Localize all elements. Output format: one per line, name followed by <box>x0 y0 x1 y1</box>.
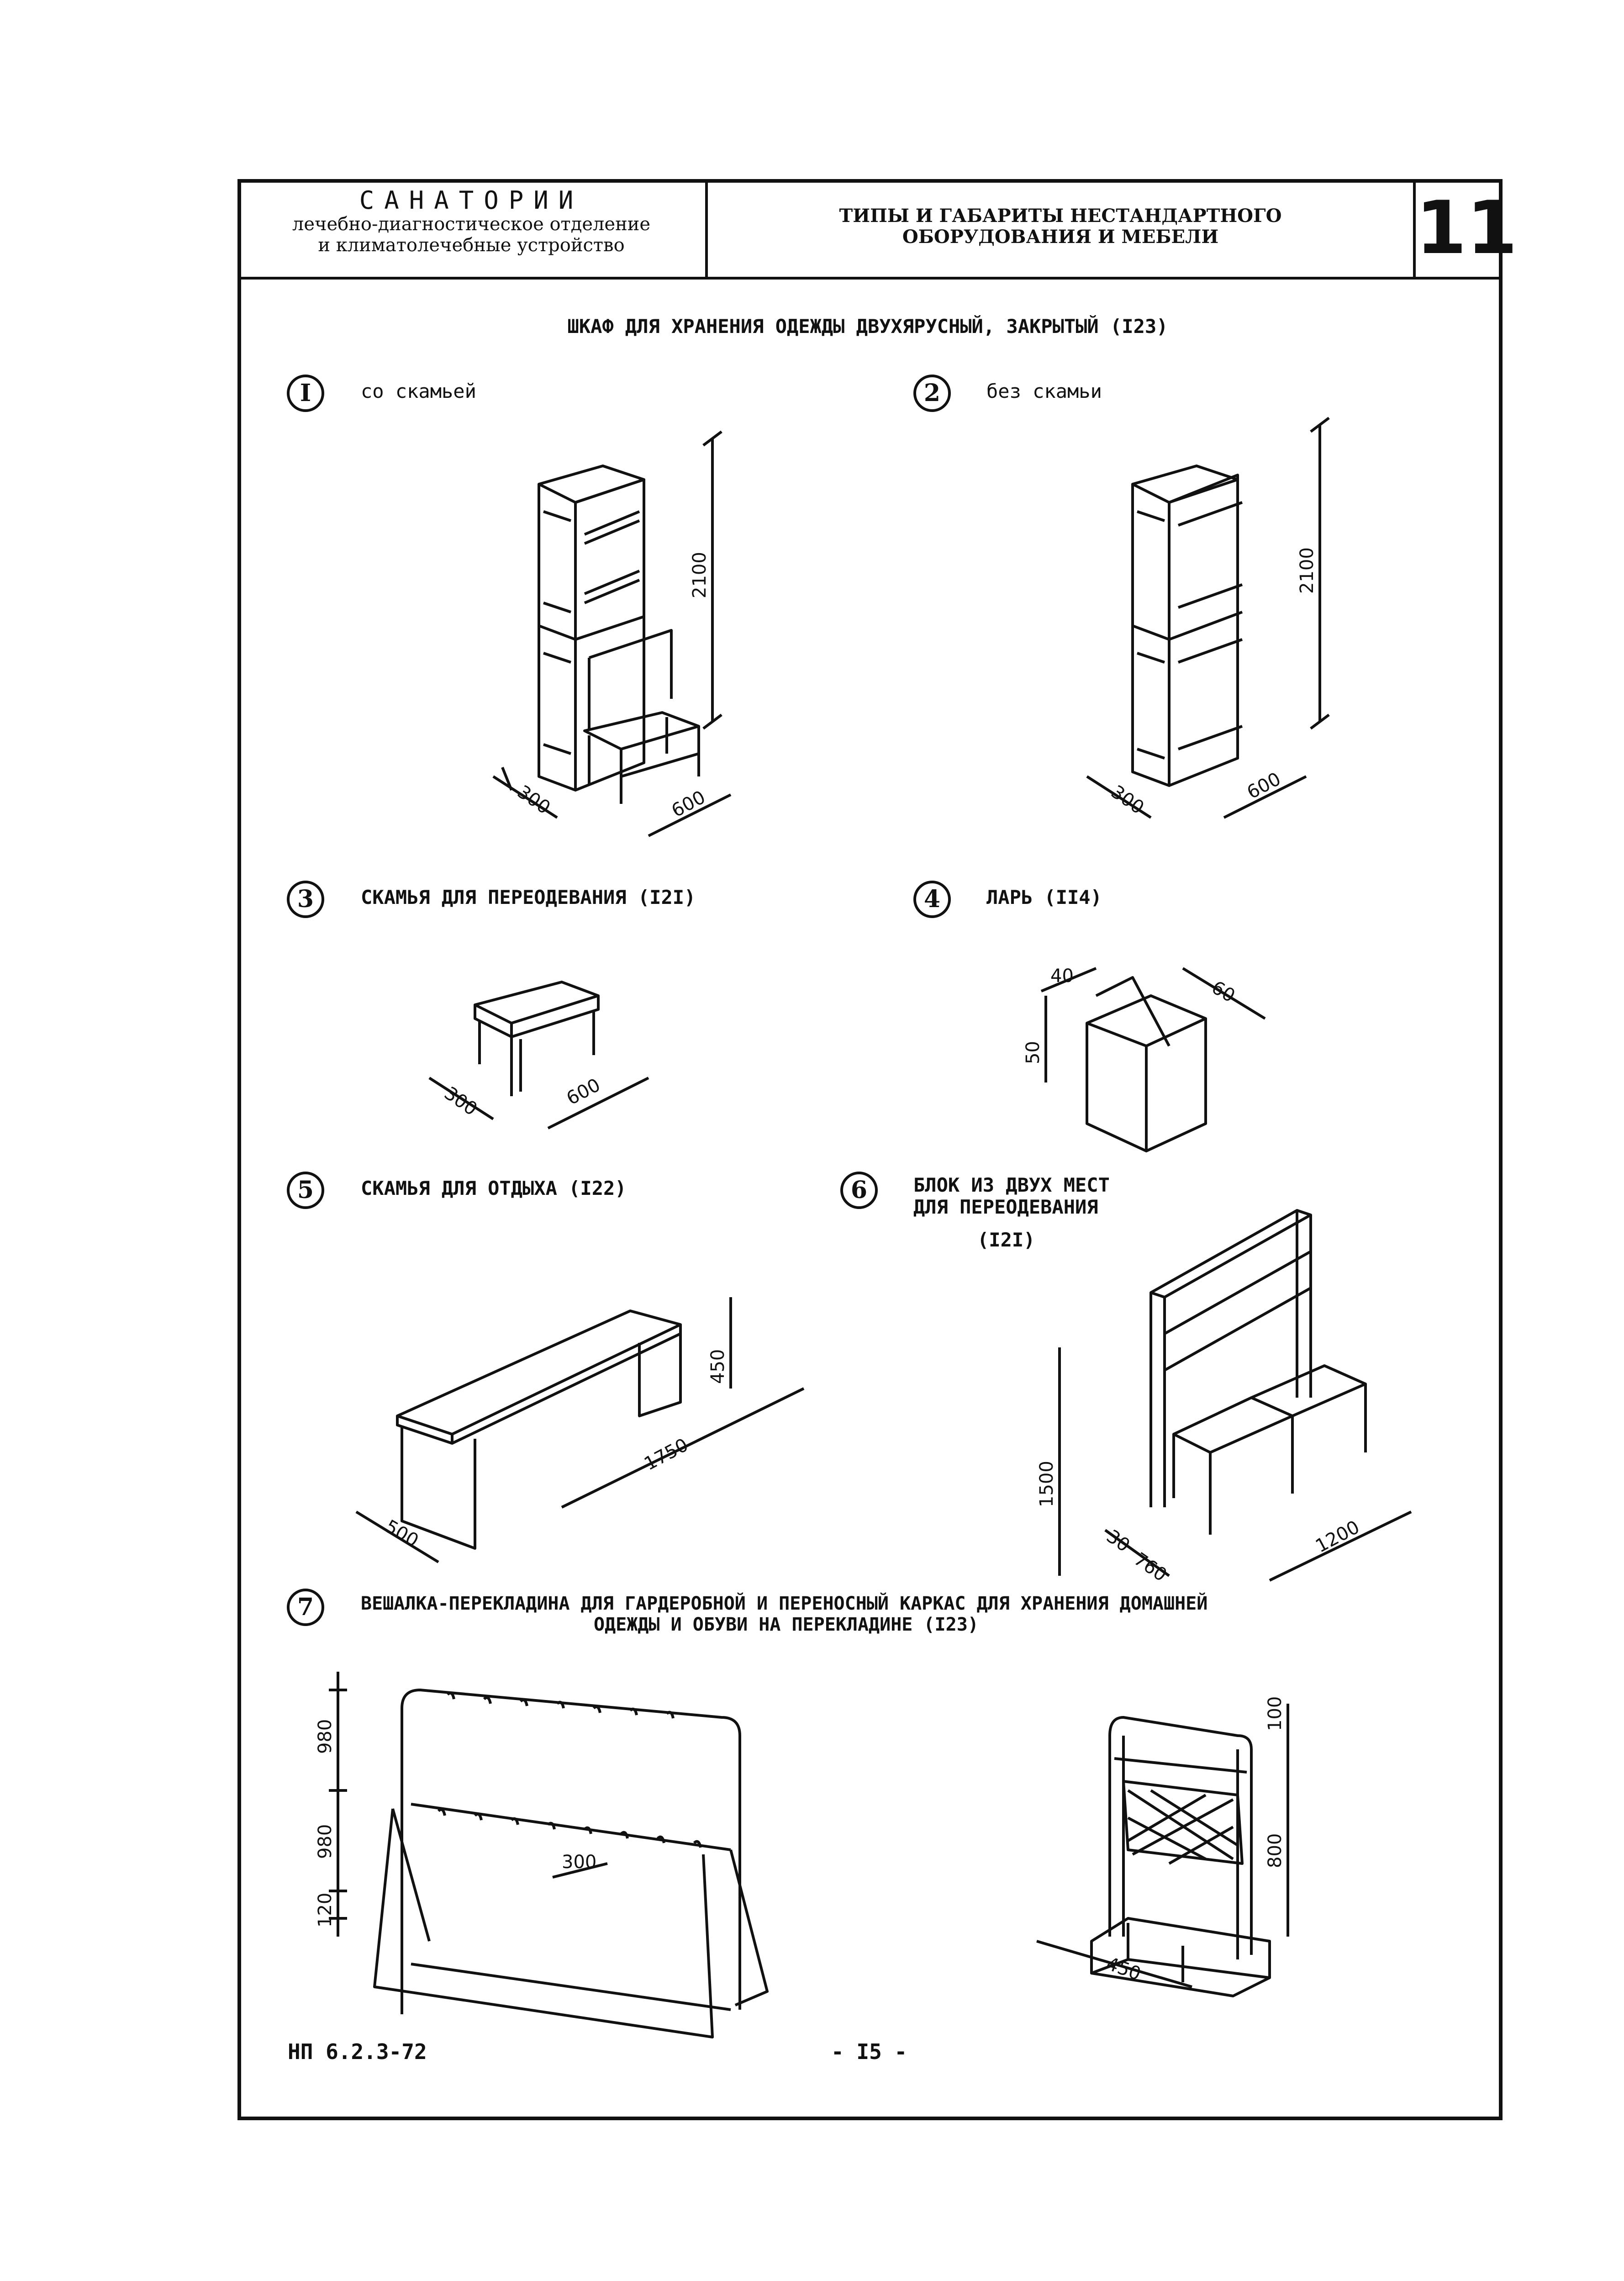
changing-block-drawing <box>1149 1209 1367 1535</box>
dim-7-spacing: 300 <box>562 1852 596 1873</box>
page-number: - I5 - <box>831 2039 907 2064</box>
portable-frame-dims <box>1036 1704 1289 1988</box>
drawing-sheet-frame <box>237 179 1503 2120</box>
dim-7-lower: 980 <box>315 1824 336 1859</box>
rest-bench-drawing <box>396 1309 682 1550</box>
dim-4-height: 50 <box>1023 1041 1044 1064</box>
rest-bench-dims <box>355 1297 805 1563</box>
item-6-label-1: БЛОК ИЗ ДВУХ МЕСТ <box>913 1174 1110 1196</box>
dim-1-height: 2100 <box>689 552 710 598</box>
item-4-number: 4 <box>913 881 951 918</box>
chest-dims <box>1040 967 1266 1082</box>
org-subtitle-2: и климатолечебные устройство <box>318 235 625 256</box>
org-title: САНАТОРИИ <box>359 186 584 215</box>
chest-drawing <box>1086 976 1207 1152</box>
dim-4-depth: 40 <box>1050 966 1074 987</box>
item-6-label-2: ДЛЯ ПЕРЕОДЕВАНИЯ <box>913 1196 1098 1218</box>
item-5-number: 5 <box>287 1172 324 1209</box>
item-3-number: 3 <box>287 881 324 918</box>
dim-6-width: 1200 <box>1312 1516 1363 1557</box>
title-block-sheet: 11 <box>1416 179 1518 277</box>
dim-2-height: 2100 <box>1297 547 1318 594</box>
item-7-label-2: ОДЕЖДЫ И ОБУВИ НА ПЕРЕКЛАДИНЕ (I23) <box>594 1614 979 1635</box>
item-2-label: без скамьи <box>986 380 1102 402</box>
dim-7-frame-width: 450 <box>1104 1953 1144 1985</box>
item-3-label: СКАМЬЯ ДЛЯ ПЕРЕОДЕВАНИЯ (I2I) <box>361 886 696 908</box>
title-block: САНАТОРИИ лечебно-диагностическое отделе… <box>237 179 1518 280</box>
wardrobe-drawing <box>1131 465 1243 787</box>
wardrobe-with-bench-drawing <box>538 465 700 804</box>
item-2-number: 2 <box>913 375 951 412</box>
org-subtitle-1: лечебно-диагностическое отделение <box>292 214 651 235</box>
item-5-label: СКАМЬЯ ДЛЯ ОТДЫХА (I22) <box>361 1177 627 1199</box>
document-code: НП 6.2.3-72 <box>288 2039 427 2064</box>
dim-6-height: 1500 <box>1036 1461 1057 1507</box>
dim-5-length: 1750 <box>641 1434 691 1474</box>
item-1-label: со скамьей <box>361 380 476 402</box>
page-title: ШКАФ ДЛЯ ХРАНЕНИЯ ОДЕЖДЫ ДВУХЯРУСНЫЙ, ЗА… <box>567 315 1168 338</box>
title-block-org: САНАТОРИИ лечебно-диагностическое отделе… <box>237 179 708 277</box>
item-4-label: ЛАРЬ (II4) <box>986 886 1102 908</box>
hanger-rail-drawing <box>373 1689 769 2038</box>
title-block-subject: ТИПЫ И ГАБАРИТЫ НЕСТАНДАРТНОГО ОБОРУДОВА… <box>708 179 1416 277</box>
item-6-number: 6 <box>840 1172 878 1209</box>
sheet-number: 11 <box>1416 185 1518 270</box>
dim-7-top: 100 <box>1265 1696 1286 1731</box>
changing-bench-dims <box>428 1077 649 1130</box>
dim-7-base: 120 <box>315 1893 336 1927</box>
hanger-rail-dims <box>329 1672 608 1937</box>
changing-bench-drawing <box>474 981 600 1096</box>
wardrobe-dims <box>1086 417 1330 819</box>
dim-5-depth: 500 <box>381 1516 422 1552</box>
wardrobe-with-bench-dims <box>492 430 732 837</box>
item-7-number: 7 <box>287 1589 324 1626</box>
item-1-number: I <box>287 375 324 412</box>
dim-5-height: 450 <box>707 1349 728 1384</box>
item-7-label-1: ВЕШАЛКА-ПЕРЕКЛАДИНА ДЛЯ ГАРДЕРОБНОЙ И ПЕ… <box>361 1593 1208 1614</box>
dim-7-upper: 980 <box>315 1719 336 1754</box>
dim-6-depth: 760 <box>1130 1549 1171 1586</box>
portable-frame-drawing <box>1090 1716 1271 1997</box>
item-6-label-3: (I2I) <box>977 1229 1035 1251</box>
dim-7-frame-height: 800 <box>1265 1833 1286 1868</box>
dim-4-width: 60 <box>1208 977 1239 1007</box>
changing-block-dims <box>1058 1347 1412 1582</box>
subject-line-1: ТИПЫ И ГАБАРИТЫ НЕСТАНДАРТНОГО <box>839 205 1282 227</box>
subject-line-2: ОБОРУДОВАНИЯ И МЕБЕЛИ <box>902 226 1219 248</box>
